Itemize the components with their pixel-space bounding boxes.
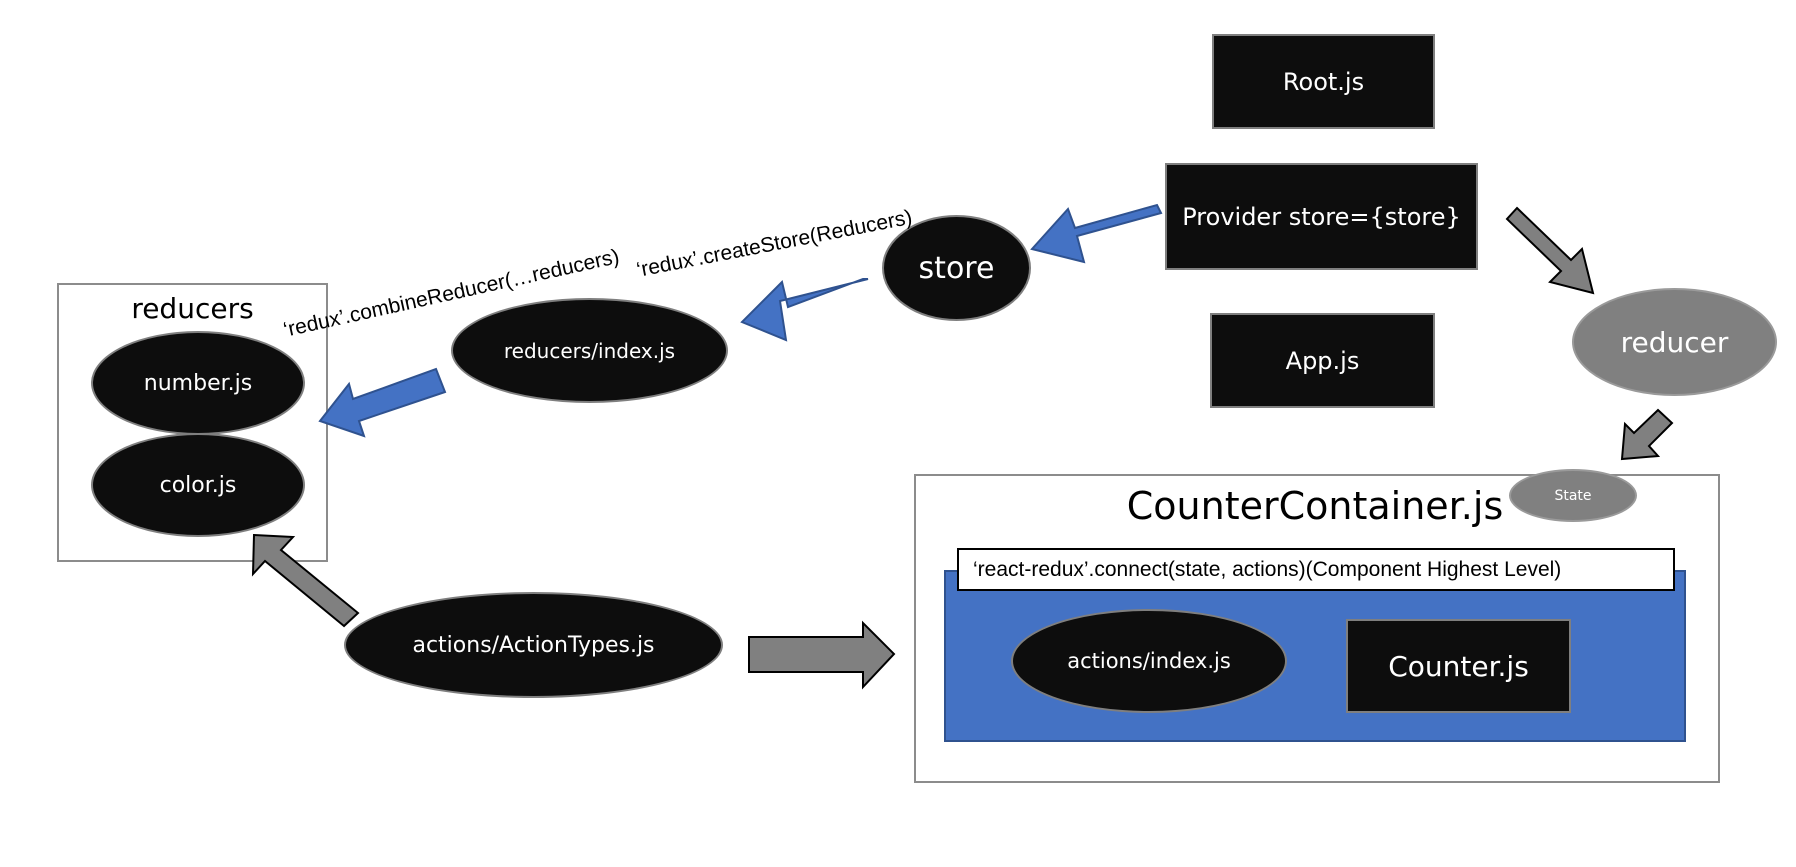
counter-js-box: Counter.js bbox=[1346, 619, 1571, 713]
app-js-box: App.js bbox=[1210, 313, 1435, 408]
state-ellipse: State bbox=[1509, 469, 1637, 522]
counter-container-title: CounterContainer.js bbox=[1126, 484, 1504, 528]
root-js-box: Root.js bbox=[1212, 34, 1435, 129]
reducers-index-ellipse: reducers/index.js bbox=[451, 298, 728, 403]
actions-index-ellipse: actions/index.js bbox=[1011, 609, 1287, 713]
blue-arrow-index-to-reducers bbox=[318, 367, 447, 438]
connect-label: ‘react-redux’.connect(state, actions)(Co… bbox=[957, 548, 1675, 591]
gray-arrow-actiontypes-to-reducers bbox=[251, 533, 360, 628]
color-js-ellipse: color.js bbox=[91, 433, 305, 537]
store-ellipse: store bbox=[882, 215, 1031, 321]
provider-box: Provider store={store} bbox=[1165, 163, 1478, 270]
counter-container-frame bbox=[914, 474, 1720, 783]
blue-arrow-provider-to-store bbox=[1030, 203, 1163, 264]
gray-arrow-reducer-to-state bbox=[1620, 408, 1674, 461]
reducer-ellipse: reducer bbox=[1572, 288, 1777, 396]
gray-arrow-provider-to-reducer bbox=[1505, 206, 1595, 295]
gray-arrow-actiontypes-to-container bbox=[748, 620, 896, 690]
number-js-ellipse: number.js bbox=[91, 331, 305, 435]
blue-arrow-store-to-index bbox=[740, 278, 869, 342]
action-types-ellipse: actions/ActionTypes.js bbox=[344, 592, 723, 698]
reducers-frame-title: reducers bbox=[131, 292, 254, 325]
